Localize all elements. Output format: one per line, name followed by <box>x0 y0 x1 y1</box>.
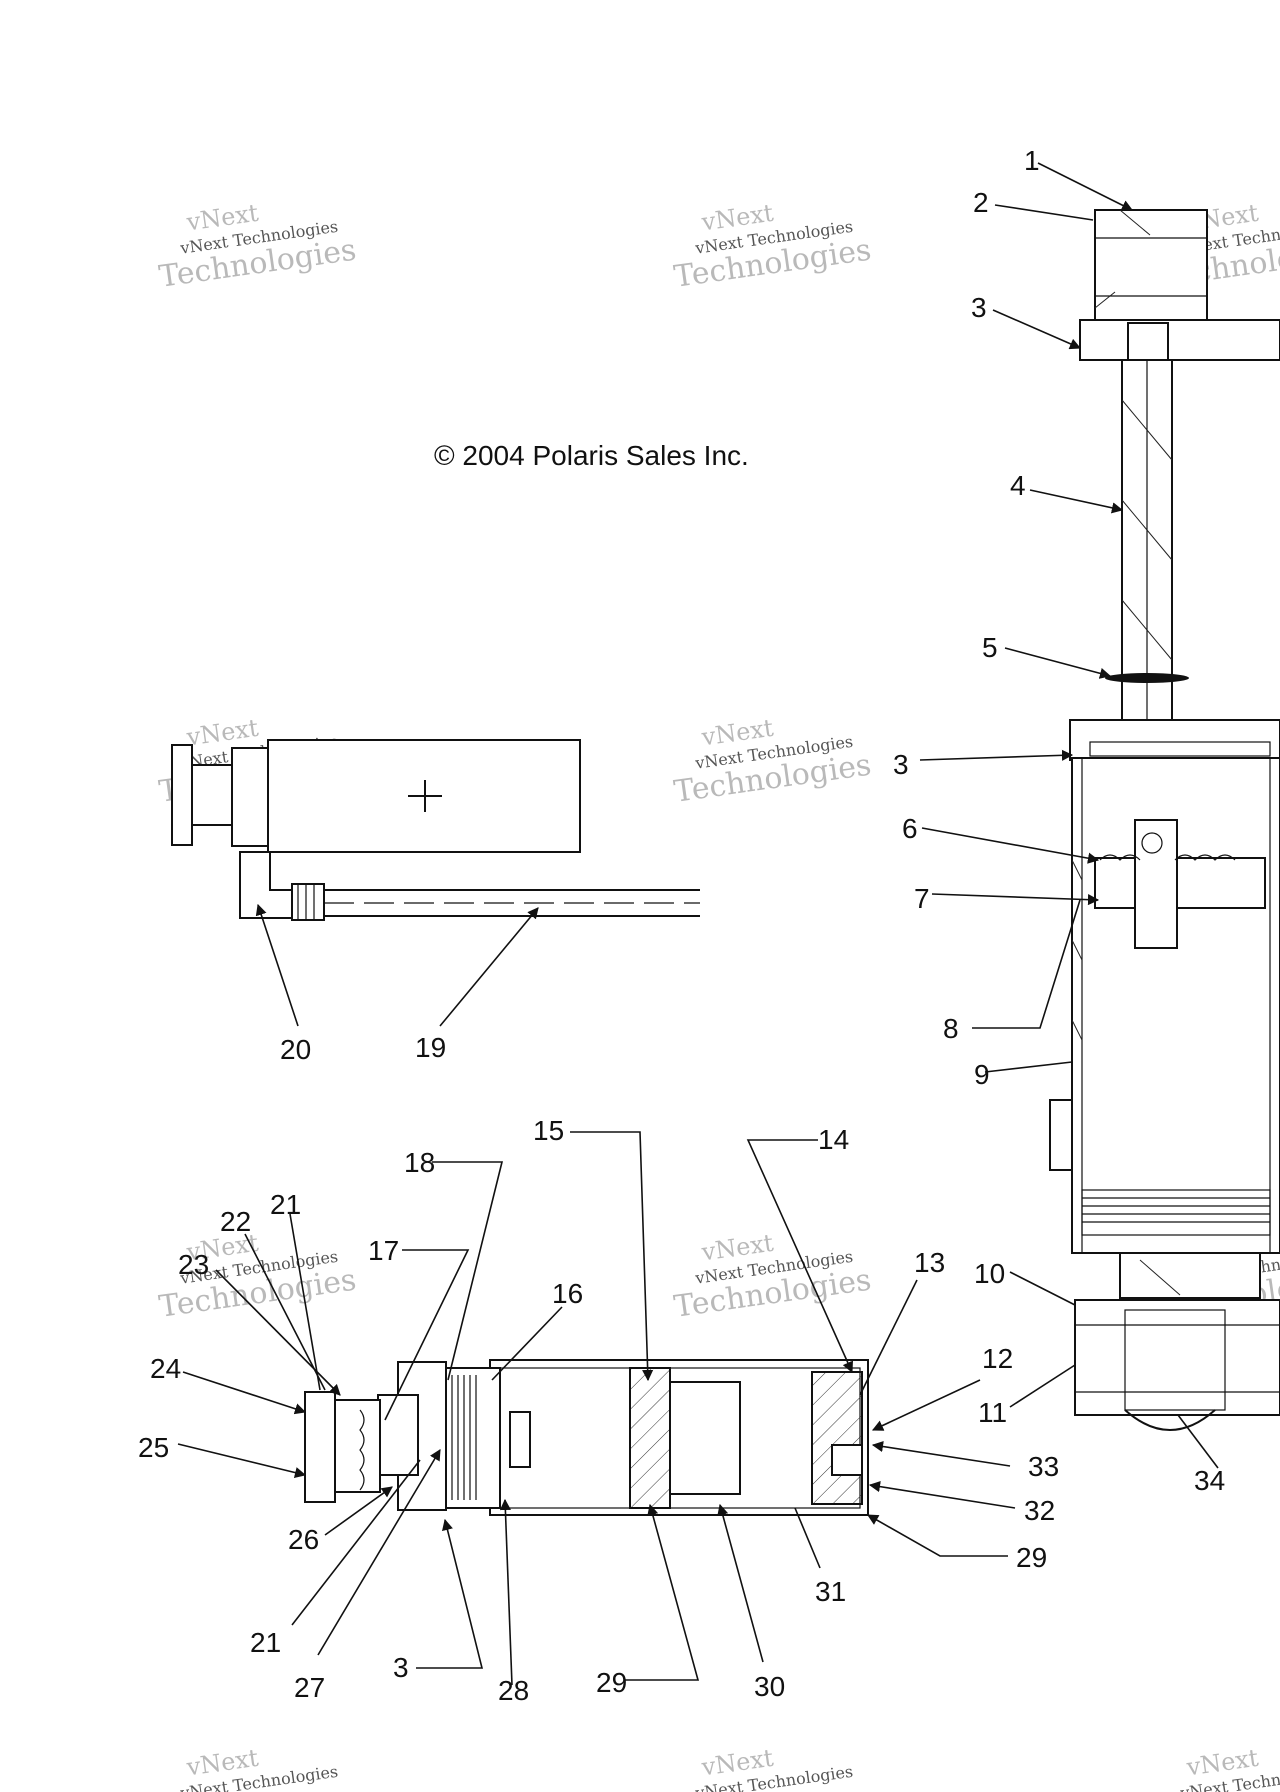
watermark: vNext vNext Technologies <box>693 1744 854 1792</box>
callout-21: 21 <box>270 1189 301 1220</box>
watermark: vNext vNext Technologies <box>1178 1744 1280 1792</box>
callout-15: 15 <box>533 1115 564 1146</box>
callout-1: 1 <box>1024 145 1040 176</box>
callout-12: 12 <box>982 1343 1013 1374</box>
watermark: vNext vNext Technologies Technologies <box>672 1229 873 1325</box>
callout-6: 6 <box>902 813 918 844</box>
callout-4: 4 <box>1010 470 1026 501</box>
o-ring <box>1105 673 1189 683</box>
watermark: vNext vNext Technologies Technologies <box>157 199 358 295</box>
callout-17: 17 <box>368 1235 399 1266</box>
leader-lines <box>177 162 1219 1686</box>
callout-20: 20 <box>280 1034 311 1065</box>
callout-22: 22 <box>220 1206 251 1237</box>
callout-labels: 1 2 3 4 5 3 6 7 8 9 10 11 12 13 14 15 16… <box>138 145 1225 1706</box>
callout-18: 18 <box>404 1147 435 1178</box>
callout-19: 19 <box>415 1032 446 1063</box>
adjuster-knob <box>304 1391 336 1503</box>
callout-21: 21 <box>250 1627 281 1658</box>
shim-stack <box>451 1375 477 1500</box>
callout-13: 13 <box>914 1247 945 1278</box>
callout-27: 27 <box>294 1672 325 1703</box>
reservoir-hose-assembly <box>171 739 700 921</box>
callout-9: 9 <box>974 1059 990 1090</box>
floating-piston <box>629 1367 671 1509</box>
callout-3: 3 <box>393 1652 409 1683</box>
callout-3: 3 <box>893 749 909 780</box>
reservoir-cap <box>171 744 193 846</box>
callout-31: 31 <box>815 1576 846 1607</box>
callout-32: 32 <box>1024 1495 1055 1526</box>
callout-16: 16 <box>552 1278 583 1309</box>
callout-29: 29 <box>1016 1542 1047 1573</box>
callout-26: 26 <box>288 1524 319 1555</box>
watermark: vNext vNext Technologies Technologies <box>672 199 873 295</box>
callout-10: 10 <box>974 1258 1005 1289</box>
callout-23: 23 <box>178 1249 209 1280</box>
callout-11: 11 <box>978 1397 1007 1428</box>
top-eyelet <box>1094 209 1208 321</box>
vertical-shock-assembly <box>1049 209 1280 1431</box>
callout-8: 8 <box>943 1013 959 1044</box>
callout-2: 2 <box>973 187 989 218</box>
end-cap <box>811 1371 863 1505</box>
callout-30: 30 <box>754 1671 785 1702</box>
callout-14: 14 <box>818 1124 849 1155</box>
callout-28: 28 <box>498 1675 529 1706</box>
callout-3: 3 <box>971 292 987 323</box>
callout-29: 29 <box>596 1667 627 1698</box>
callout-25: 25 <box>138 1432 169 1463</box>
hose-fitting <box>291 883 325 921</box>
callout-24: 24 <box>150 1353 181 1384</box>
seal-head <box>1069 719 1280 761</box>
piston <box>1094 857 1266 909</box>
callout-5: 5 <box>982 632 998 663</box>
bottom-eyelet <box>1074 1299 1280 1416</box>
mounting-flange <box>1079 319 1280 361</box>
copyright-notice: © 2004 Polaris Sales Inc. <box>434 440 749 471</box>
watermark: vNext vNext Technologies Technologies <box>672 714 873 810</box>
watermark: vNext vNext Technologies <box>178 1744 339 1792</box>
callout-34: 34 <box>1194 1465 1225 1496</box>
callout-7: 7 <box>914 883 930 914</box>
horizontal-reservoir-assembly <box>304 1359 869 1516</box>
callout-33: 33 <box>1028 1451 1059 1482</box>
